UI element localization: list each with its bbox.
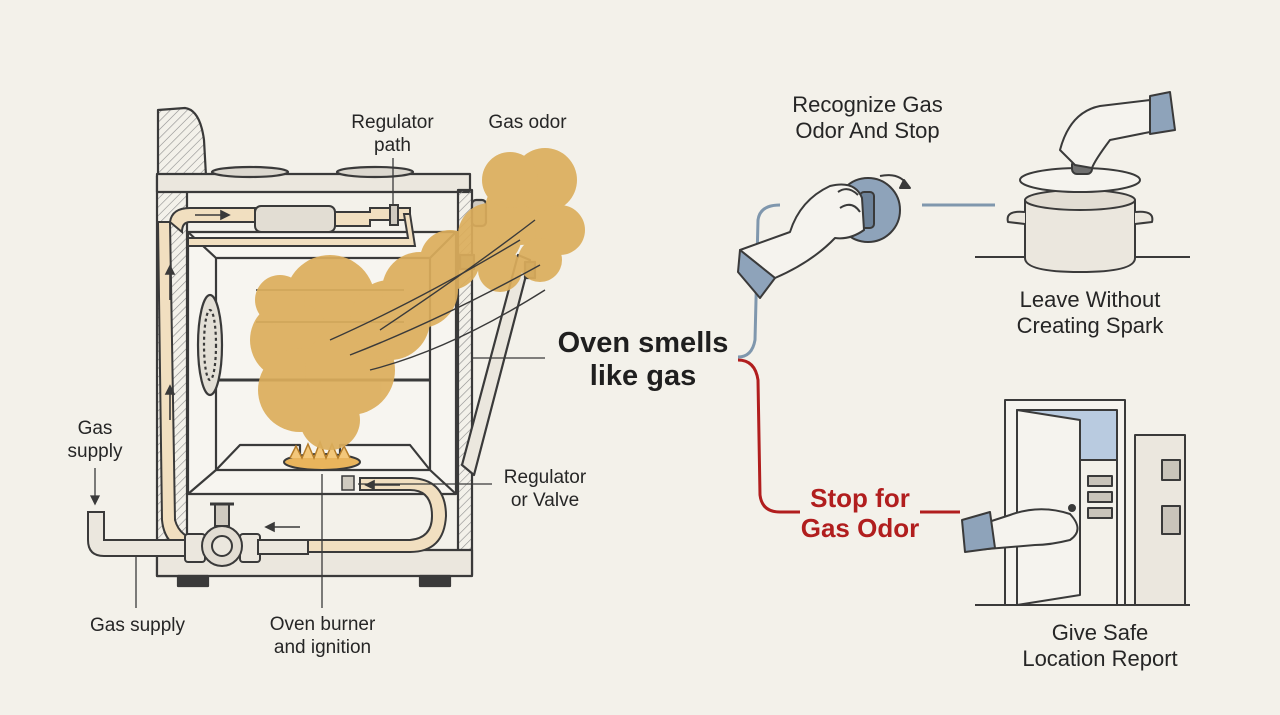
label-give-safe-location: Give Safe Location Report [1022,620,1178,672]
leader-lines [89,158,545,608]
pot-illustration [975,91,1190,273]
label-recognize-gas-odor: Recognize Gas Odor And Stop [792,92,943,144]
burner-flame [283,439,361,491]
label-stop-for-gas-odor: Stop for Gas Odor [800,483,920,543]
label-oven-burner: Oven burner and ignition [269,614,376,658]
center-title: Oven smells like gas [557,327,729,393]
label-leave-without-spark: Leave Without Creating Spark [1016,287,1164,339]
label-gas-supply-top: Gas supply [67,418,123,462]
flow-arrows [164,209,400,533]
label-regulator-valve: Regulator or Valve [503,467,587,511]
label-gas-odor: Gas odor [488,112,567,133]
gas-wisps [329,219,546,371]
door-illustration [961,399,1190,606]
gas-cloud [250,148,585,450]
supply-pipe [87,502,309,567]
label-regulator-path: Regulator path [351,112,434,156]
knob-hand-illustration [737,174,911,299]
label-gas-supply-bottom: Gas supply [89,615,186,636]
